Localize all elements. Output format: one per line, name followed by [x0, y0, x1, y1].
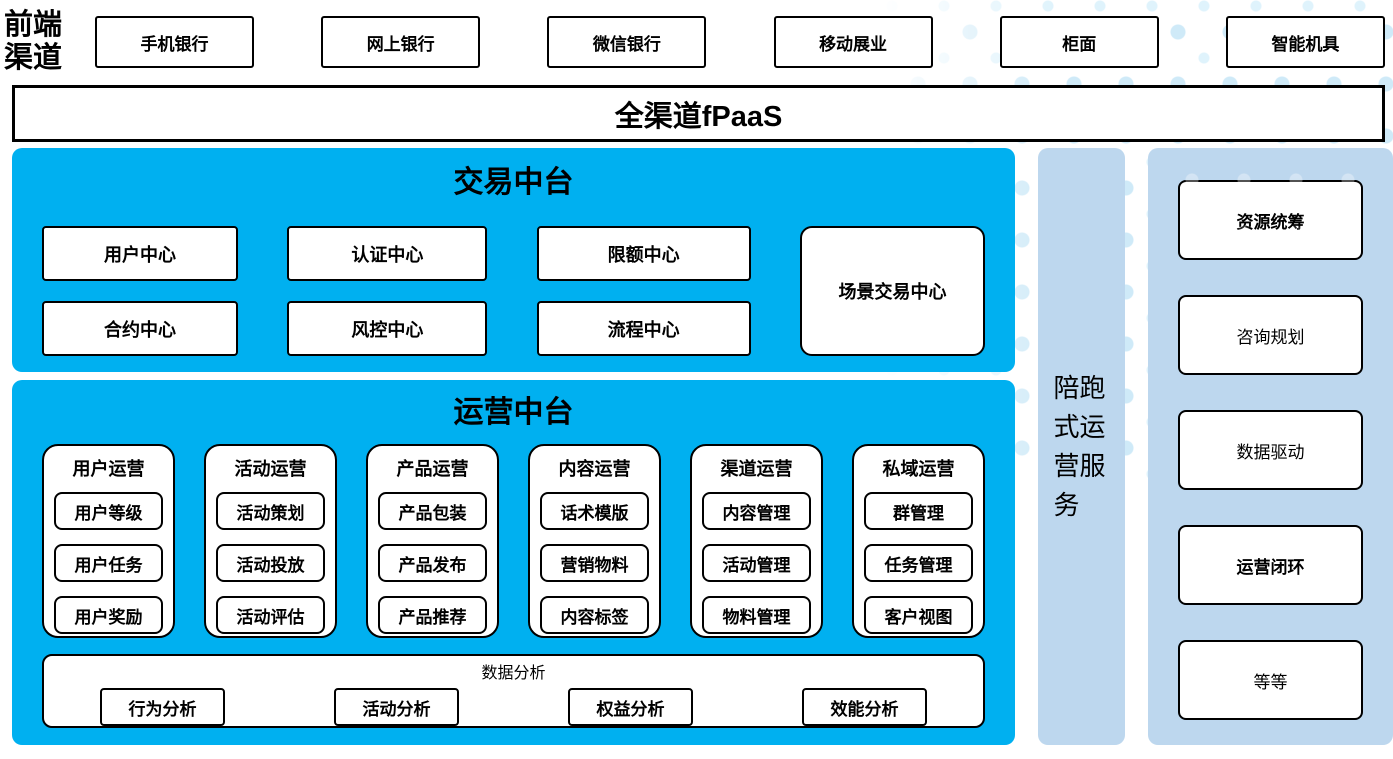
- accompanying-operation-service-bar: 陪跑式运营服务: [1038, 148, 1125, 745]
- box-product-release: 产品发布: [378, 544, 487, 582]
- box-product-packaging: 产品包装: [378, 492, 487, 530]
- box-task-management: 任务管理: [864, 544, 973, 582]
- box-resource-coordination: 资源统筹: [1178, 180, 1363, 260]
- box-data-driven: 数据驱动: [1178, 410, 1363, 490]
- box-group-management: 群管理: [864, 492, 973, 530]
- channel-box-mobile-banking: 手机银行: [95, 16, 254, 68]
- box-activity-evaluation: 活动评估: [216, 596, 325, 634]
- box-scenario-transaction-center: 场景交易中心: [799, 226, 985, 356]
- box-process-center: 流程中心: [536, 301, 751, 356]
- front-channels-row: 前端渠道 手机银行 网上银行 微信银行 移动展业 柜面 智能机具: [4, 8, 1385, 76]
- box-content-management: 内容管理: [702, 492, 811, 530]
- data-analysis-section: 数据分析 行为分析 活动分析 权益分析 效能分析: [42, 654, 985, 728]
- box-activity-delivery: 活动投放: [216, 544, 325, 582]
- transaction-column-1: 用户中心 合约中心: [42, 226, 238, 356]
- box-activity-planning: 活动策划: [216, 492, 325, 530]
- transaction-platform-panel: 交易中台 用户中心 合约中心 认证中心 风控中心 限额中心 流程中心 场景交易中…: [12, 148, 1015, 372]
- ops-card-title: 渠道运营: [720, 459, 793, 479]
- ops-card-private-domain-operation: 私域运营 群管理 任务管理 客户视图: [852, 444, 985, 638]
- ops-card-activity-operation: 活动运营 活动策划 活动投放 活动评估: [204, 444, 337, 638]
- ops-card-title: 活动运营: [234, 459, 307, 479]
- ops-card-title: 内容运营: [558, 459, 631, 479]
- box-activity-management: 活动管理: [702, 544, 811, 582]
- box-limit-center: 限额中心: [536, 226, 751, 281]
- channel-box-wechat-banking: 微信银行: [547, 16, 707, 68]
- box-efficiency-analysis: 效能分析: [802, 688, 927, 726]
- channel-box-online-banking: 网上银行: [321, 16, 481, 68]
- box-user-reward: 用户奖励: [54, 596, 163, 634]
- box-product-recommendation: 产品推荐: [378, 596, 487, 634]
- box-material-management: 物料管理: [702, 596, 811, 634]
- box-marketing-material: 营销物料: [540, 544, 649, 582]
- ops-card-title: 产品运营: [396, 459, 469, 479]
- operation-platform-title: 运营中台: [453, 396, 574, 429]
- box-customer-view: 客户视图: [864, 596, 973, 634]
- box-risk-center: 风控中心: [287, 301, 488, 356]
- ops-card-content-operation: 内容运营 话术模版 营销物料 内容标签: [528, 444, 661, 638]
- box-etc: 等等: [1178, 640, 1363, 720]
- box-rights-analysis: 权益分析: [568, 688, 693, 726]
- channel-box-smart-devices: 智能机具: [1225, 16, 1385, 68]
- front-channels-label: 前端渠道: [4, 9, 63, 74]
- ops-card-title: 私域运营: [882, 459, 955, 479]
- data-analysis-title: 数据分析: [481, 665, 546, 682]
- transaction-platform-title: 交易中台: [453, 166, 574, 199]
- box-behavior-analysis: 行为分析: [100, 688, 225, 726]
- transaction-column-2: 认证中心 风控中心: [287, 226, 488, 356]
- box-activity-analysis: 活动分析: [334, 688, 459, 726]
- box-content-tag: 内容标签: [540, 596, 649, 634]
- box-user-task: 用户任务: [54, 544, 163, 582]
- ops-card-user-operation: 用户运营 用户等级 用户任务 用户奖励: [42, 444, 175, 638]
- accompanying-operation-service-label: 陪跑式运营服务: [1053, 372, 1106, 520]
- channel-boxes-strip: 手机银行 网上银行 微信银行 移动展业 柜面 智能机具: [95, 16, 1385, 68]
- transaction-column-3: 限额中心 流程中心: [536, 226, 751, 356]
- operation-columns: 用户运营 用户等级 用户任务 用户奖励 活动运营 活动策划 活动投放 活动评估 …: [12, 444, 1015, 638]
- operation-platform-panel: 运营中台 用户运营 用户等级 用户任务 用户奖励 活动运营 活动策划 活动投放 …: [12, 380, 1015, 745]
- ops-card-channel-operation: 渠道运营 内容管理 活动管理 物料管理: [690, 444, 823, 638]
- box-user-level: 用户等级: [54, 492, 163, 530]
- ops-card-product-operation: 产品运营 产品包装 产品发布 产品推荐: [366, 444, 499, 638]
- box-contract-center: 合约中心: [42, 301, 238, 356]
- ops-card-title: 用户运营: [72, 459, 145, 479]
- service-items-panel: 资源统筹 咨询规划 数据驱动 运营闭环 等等: [1148, 148, 1393, 745]
- transaction-platform-grid: 用户中心 合约中心 认证中心 风控中心 限额中心 流程中心 场景交易中心: [12, 226, 1015, 356]
- box-script-template: 话术模版: [540, 492, 649, 530]
- box-operation-closed-loop: 运营闭环: [1178, 525, 1363, 605]
- fpaas-bar: 全渠道fPaaS: [12, 85, 1385, 142]
- channel-box-counter: 柜面: [999, 16, 1159, 68]
- channel-box-mobile-marketing: 移动展业: [773, 16, 933, 68]
- box-user-center: 用户中心: [42, 226, 238, 281]
- box-consulting-planning: 咨询规划: [1178, 295, 1363, 375]
- box-auth-center: 认证中心: [287, 226, 488, 281]
